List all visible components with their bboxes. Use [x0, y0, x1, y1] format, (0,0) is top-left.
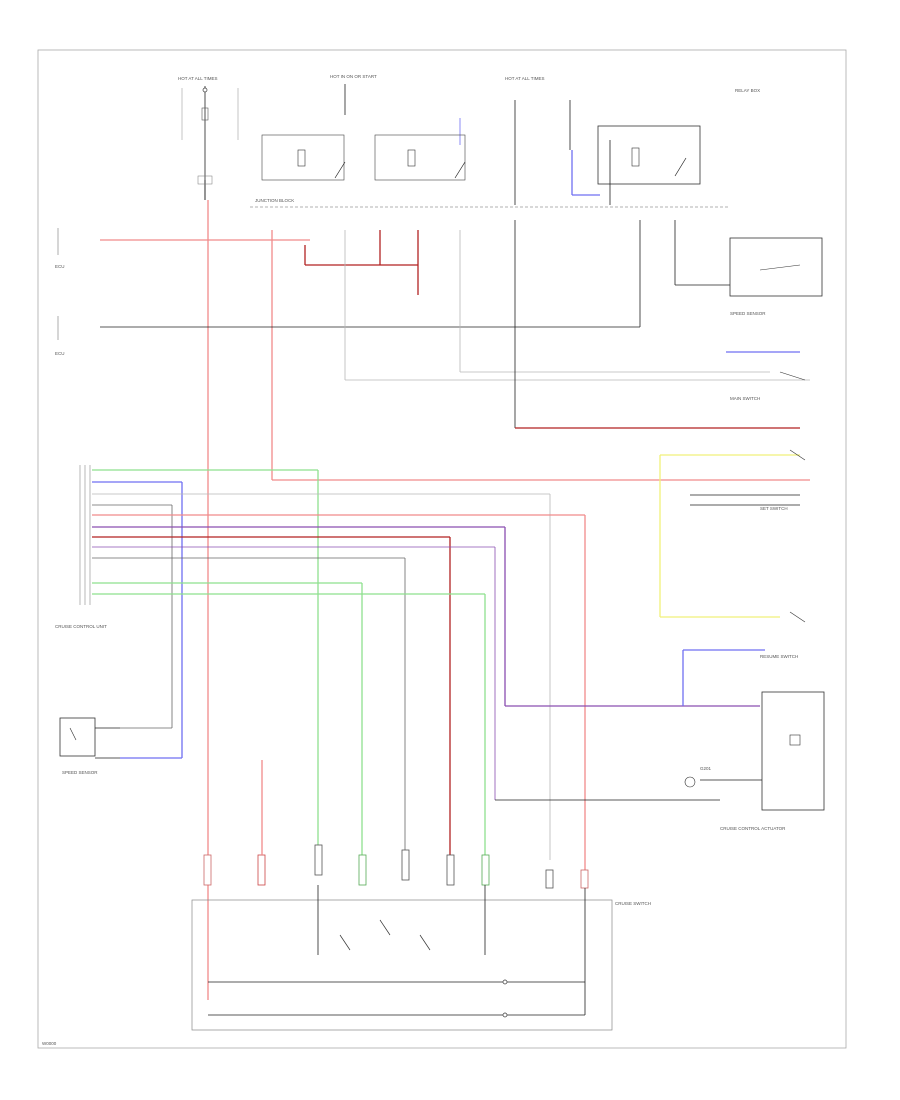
- fuse-icon: [201, 107, 209, 121]
- cruise-actuator-box: [761, 691, 825, 811]
- main-wiring: [100, 200, 810, 1000]
- label-ground: G201: [700, 766, 712, 771]
- left-ecu-connector: CRUISE CONTROL UNIT: [55, 465, 760, 870]
- label-ecm-left-2: ECU: [55, 351, 65, 356]
- diagram-frame: [37, 49, 847, 1049]
- relay-a: [261, 134, 345, 181]
- label-ecm-left-1: ECU: [55, 264, 65, 269]
- label-cruise-switch: CRUISE SWITCH: [615, 901, 651, 906]
- relay-a-coil: [297, 149, 306, 167]
- left-top-connectors: ECU ECU: [55, 228, 65, 356]
- label-cruise-unit: CRUISE CONTROL UNIT: [55, 624, 107, 629]
- bottom-cruise-switch: CRUISE SWITCH: [191, 760, 651, 1031]
- label-relay-box: RELAY BOX: [735, 88, 760, 93]
- relay-b-coil: [407, 149, 416, 167]
- label-hot-at-all-times: HOT AT ALL TIMES: [505, 76, 545, 81]
- relay-b: [374, 134, 466, 181]
- relay-box-coil: [631, 147, 640, 167]
- right-switches: SPEED SENSOR MAIN SWITCH SET SWITCH RESU…: [659, 237, 825, 831]
- ground-symbol: [684, 776, 696, 788]
- fuse-terminal: [202, 87, 208, 93]
- label-set-switch: SET SWITCH: [760, 506, 788, 511]
- label-fuse-left: HOT AT ALL TIMES: [178, 76, 218, 81]
- footer-code: W0000: [42, 1041, 57, 1046]
- relay-box: [597, 125, 701, 185]
- speed-sensor-module: [729, 237, 823, 297]
- top-power-section: HOT AT ALL TIMES HOT IN ON OR START HOT …: [178, 74, 760, 208]
- speed-sensor-box: SPEED SENSOR: [59, 717, 120, 775]
- label-resume-switch: RESUME SWITCH: [760, 654, 798, 659]
- label-junction-block: JUNCTION BLOCK: [255, 198, 294, 203]
- label-main-switch: MAIN SWITCH: [730, 396, 760, 401]
- label-speed-sensor: SPEED SENSOR: [730, 311, 766, 316]
- label-cruise-actuator: CRUISE CONTROL ACTUATOR: [720, 826, 786, 831]
- label-fuse-center: HOT IN ON OR START: [330, 74, 377, 79]
- label-speed-sensor-box: SPEED SENSOR: [62, 770, 98, 775]
